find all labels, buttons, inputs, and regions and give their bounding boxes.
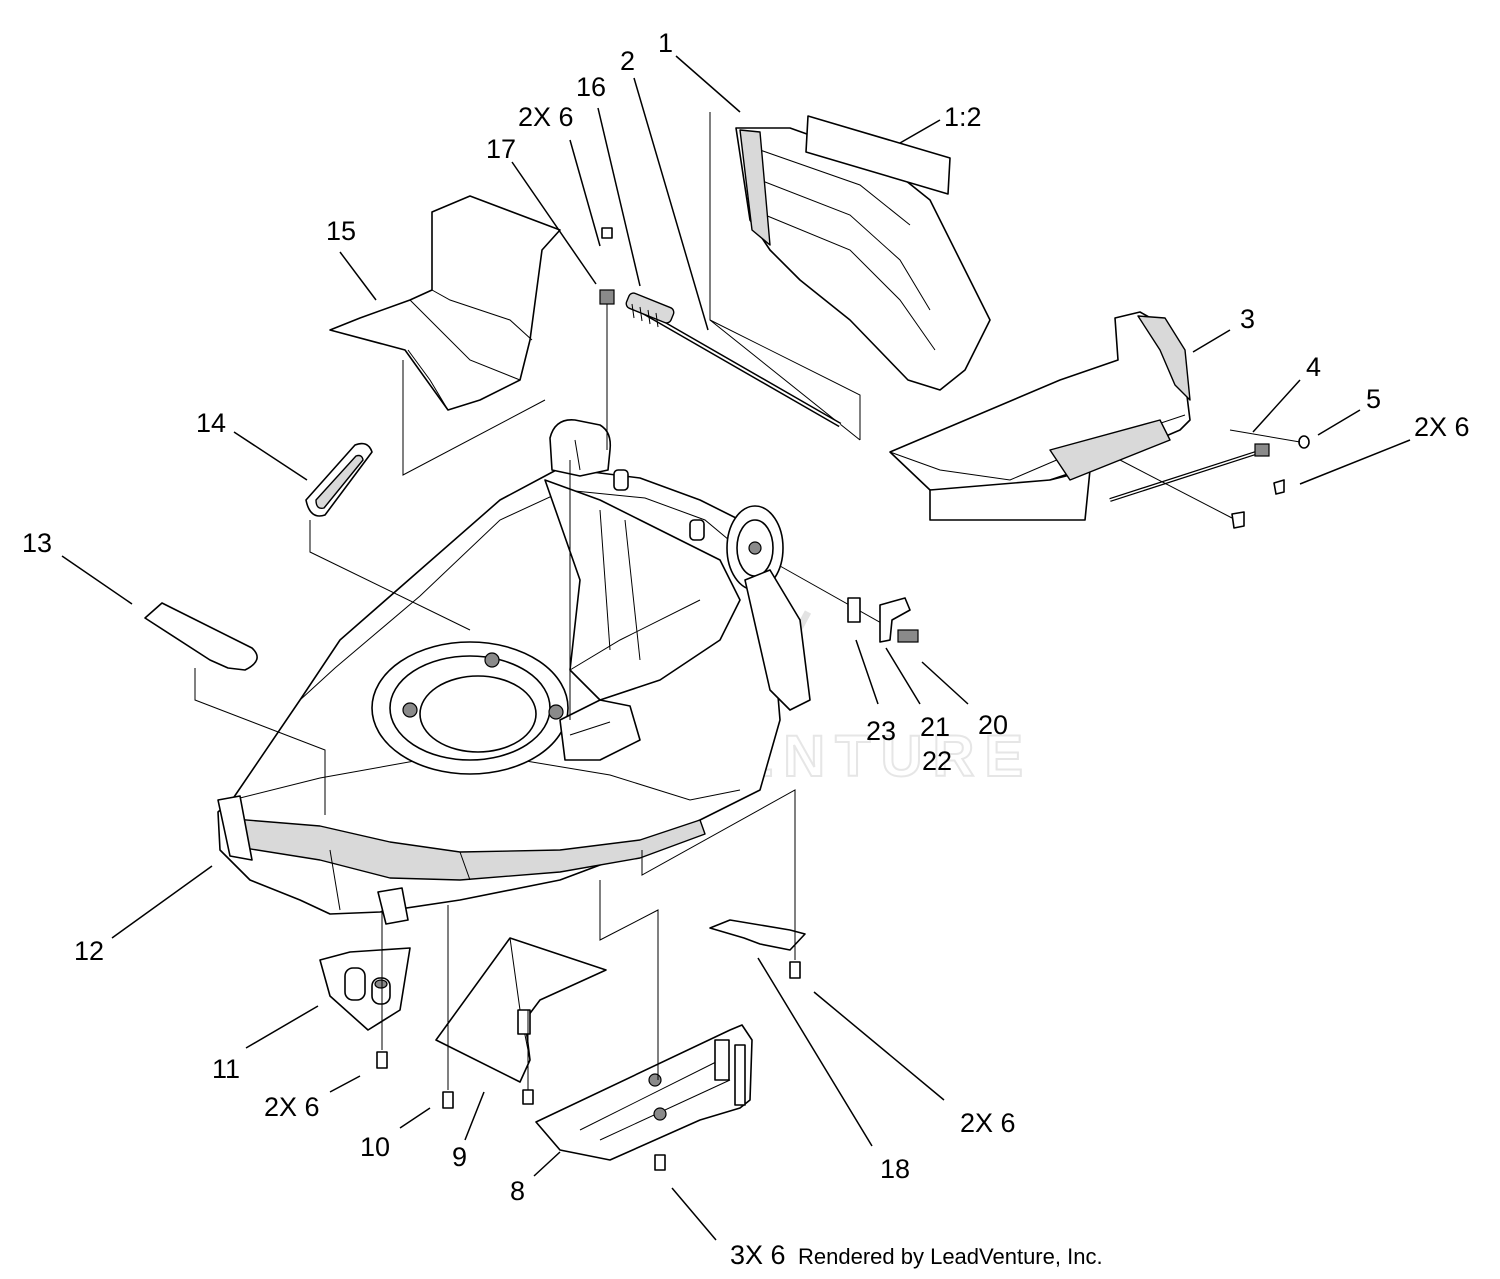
callout-15: 15 [326,216,356,246]
callout-9: 9 [452,1142,467,1172]
callout-3x6: 3X 6 [730,1240,786,1270]
decal [805,115,951,195]
side-deflector [435,937,607,1083]
callout-22: 22 [922,746,952,776]
deck-decal [144,602,258,671]
callout-2x6-bottom: 2X 6 [960,1108,1016,1138]
decal-frame-line [194,668,326,815]
callout-10: 10 [360,1132,390,1162]
callout-18: 18 [880,1154,910,1184]
screw-lower [1231,511,1245,529]
callout-21: 21 [920,712,950,742]
deflector-frame-line [402,360,546,476]
rear-bracket [709,919,806,951]
callout-1: 1 [658,28,673,58]
deflector [329,195,561,411]
plate-guide-line [599,880,659,1080]
callout-2x6-right: 2X 6 [1414,412,1470,442]
callout-2x6-top: 2X 6 [518,102,574,132]
chute-door [889,311,1191,521]
bolt-18 [789,961,801,979]
rear-cover [735,127,991,391]
hinge-rod [638,307,842,428]
callout-4: 4 [1306,352,1321,382]
pivot-rod [1109,443,1270,502]
torsion-spring [625,292,675,328]
bolt-8 [654,1154,666,1171]
bracket18-guide-line [641,789,796,960]
callout-20: 20 [978,710,1008,740]
washer [1298,435,1310,449]
callout-11: 11 [212,1054,240,1084]
axis-line-2 [1229,429,1301,443]
callout-12: 12 [74,936,104,966]
mower-deck [217,419,811,925]
front-bracket [319,947,411,1031]
screw-right [1273,479,1285,495]
axis-line [1119,459,1233,519]
callout-2: 2 [620,46,635,76]
bolt-left [376,1051,388,1069]
leader-lines [61,55,1411,1241]
callout-23: 23 [866,716,896,746]
callout-14: 14 [196,408,226,438]
cover-frame-line-2 [709,319,861,440]
callout-5: 5 [1366,384,1381,414]
height-rod-assembly [779,565,919,643]
callout-13: 13 [22,528,52,558]
credit-text: Rendered by LeadVenture, Inc. [798,1244,1103,1269]
grip-frame-line [309,520,471,631]
callout-1-2: 1:2 [944,102,982,132]
callout-8: 8 [510,1176,525,1206]
callout-3: 3 [1240,304,1255,334]
bolt-10 [442,1091,454,1109]
callout-2x6-left: 2X 6 [264,1092,320,1122]
handle-grip [305,442,373,517]
screw [569,227,615,720]
skid-plate [535,1024,753,1161]
callout-17: 17 [486,134,516,164]
callout-16: 16 [576,72,606,102]
bolt-9 [522,1089,534,1105]
